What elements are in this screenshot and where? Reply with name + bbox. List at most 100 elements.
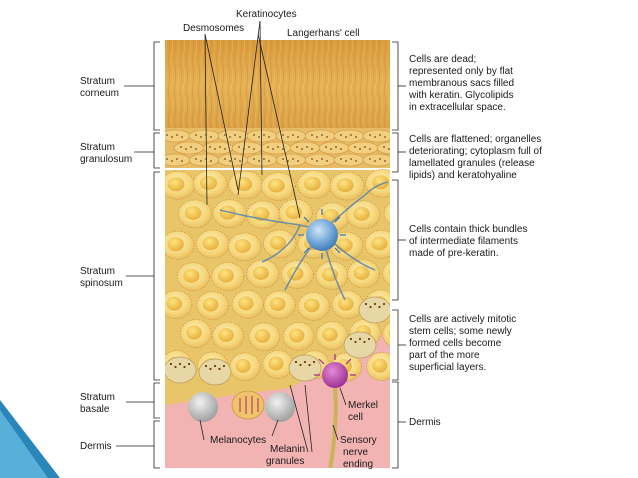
cell-nucleus (184, 205, 202, 220)
granulosum-cell (304, 129, 336, 143)
keratohyaline-granule (267, 146, 269, 148)
left-label-group: Stratum corneum Stratum granulosum Strat… (80, 41, 160, 469)
keratohyaline-granule (209, 146, 211, 148)
keratohyaline-granule (229, 160, 231, 162)
keratohyaline-granule (359, 148, 361, 150)
keratohyaline-granule (195, 158, 197, 160)
melanin-granule (174, 365, 177, 369)
label-dermis-right: Dermis (409, 417, 441, 428)
cell-nucleus (268, 356, 284, 371)
basal-cell (343, 331, 377, 359)
melanin-granule (312, 360, 316, 364)
granulosum-cell (333, 129, 365, 143)
desc-spinosum-line: made of pre-keratin. (409, 248, 499, 259)
desc-granulosum: Cells are flattened; organelles deterior… (409, 134, 542, 181)
keratohyaline-granule (326, 136, 328, 138)
cell-nucleus (202, 236, 219, 251)
cell-nucleus (371, 236, 388, 251)
keratohyaline-granule (369, 148, 371, 150)
keratohyaline-granule (238, 146, 240, 148)
keratohyaline-granule (350, 158, 352, 160)
melanin-granule (358, 337, 362, 341)
desc-corneum: Cells are dead; represented only by flat… (408, 54, 514, 113)
merkel-cell (314, 354, 356, 388)
cell-nucleus (183, 268, 200, 283)
granulosum-cell (217, 129, 249, 143)
keratohyaline-granule (321, 134, 323, 136)
melanin-granule (209, 367, 212, 371)
label-sensory-nerve-line1: Sensory (340, 435, 377, 446)
cell-nucleus (167, 177, 185, 192)
desc-granulosum-line: lamellated granules (release (409, 158, 535, 169)
granulosum-cell (246, 129, 278, 143)
label-stratum-basale-line2: basale (80, 404, 110, 415)
keratohyaline-granule (181, 136, 183, 138)
cell-nucleus (235, 358, 251, 373)
basal-cell (165, 356, 197, 384)
cell-nucleus (287, 266, 304, 281)
keratohyaline-granule (224, 134, 226, 136)
label-desmosomes: Desmosomes (183, 23, 244, 34)
cell-nucleus (269, 235, 286, 250)
keratohyaline-granule (234, 158, 236, 160)
keratohyaline-granule (345, 160, 347, 162)
cell-nucleus (167, 237, 184, 252)
keratohyaline-granule (224, 148, 226, 150)
keratohyaline-granule (355, 160, 357, 162)
bottom-label-group: Melanocytes Melanin granules Merkel cell… (199, 384, 378, 470)
keratinocyte-cell (383, 202, 390, 225)
top-label-group: Keratinocytes Desmosomes Langerhans' cel… (183, 9, 360, 219)
cell-nucleus (254, 328, 271, 343)
melanin-granule (218, 367, 221, 371)
granulosum-cell (289, 141, 321, 155)
label-stratum-spinosum-line1: Stratum (80, 266, 115, 277)
desc-basale-line: superficial layers. (409, 362, 486, 373)
keratohyaline-granule (180, 146, 182, 148)
cell-nucleus (199, 175, 217, 190)
cell-nucleus (166, 296, 183, 311)
keratohyaline-granule (379, 158, 381, 160)
melanin-granule (299, 363, 302, 367)
label-keratinocytes: Keratinocytes (236, 9, 297, 20)
keratohyaline-granule (171, 136, 173, 138)
cell-nucleus (321, 267, 339, 282)
cell-nucleus (267, 178, 285, 193)
label-stratum-granulosum-line2: granulosum (80, 154, 132, 165)
granulosum-cell (362, 129, 390, 143)
keratohyaline-granule (355, 136, 357, 138)
label-sensory-nerve-line3: ending (343, 459, 373, 470)
granulosum-cell (188, 129, 220, 143)
desc-basale-line: Cells are actively mitotic (409, 314, 516, 325)
desc-basale: Cells are actively mitotic stem cells; s… (409, 314, 516, 373)
keratohyaline-granule (253, 148, 255, 150)
keratohyaline-granule (354, 146, 356, 148)
melanocyte-cells (188, 390, 295, 422)
keratohyaline-granule (282, 158, 284, 160)
granulosum-cell (333, 153, 365, 167)
desc-basale-line: stem cells; some newly (409, 326, 512, 337)
melanin-granule (222, 364, 226, 368)
desc-spinosum: Cells contain thick bundles of intermedi… (409, 224, 527, 259)
keratohyaline-granule (297, 136, 299, 138)
melanin-granule (294, 360, 298, 364)
keratohyaline-granule (176, 158, 178, 160)
keratohyaline-granule (239, 160, 241, 162)
label-stratum-corneum-line2: corneum (80, 88, 119, 99)
cell-nucleus (353, 206, 370, 221)
desc-granulosum-line: Cells are flattened; organelles (409, 134, 541, 145)
keratohyaline-granule (321, 158, 323, 160)
keratohyaline-granule (369, 158, 371, 160)
cell-nucleus (288, 328, 305, 343)
desc-granulosum-line: lipids) and keratohyaline (409, 170, 517, 181)
keratohyaline-granule (268, 136, 270, 138)
keratohyaline-granule (340, 158, 342, 160)
cell-nucleus (202, 297, 219, 312)
desc-corneum-line: in extracellular space. (409, 102, 506, 113)
keratohyaline-granule (287, 160, 289, 162)
keratohyaline-granule (253, 158, 255, 160)
label-melanocytes: Melanocytes (210, 435, 266, 446)
keratohyaline-granule (195, 148, 197, 150)
keratohyaline-granule (292, 158, 294, 160)
keratohyaline-granule (268, 160, 270, 162)
cell-nucleus (372, 358, 388, 373)
